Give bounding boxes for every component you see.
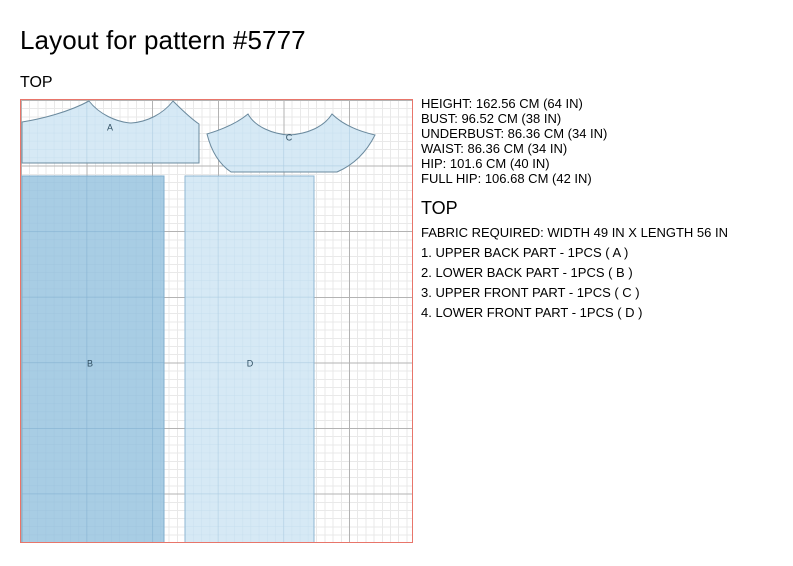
pattern-piece-b[interactable]: B <box>21 175 165 543</box>
part-list-item-1: 1. UPPER BACK PART - 1PCS ( A ) <box>421 244 629 260</box>
pattern-piece-c[interactable]: C <box>206 113 376 173</box>
pattern-piece-a[interactable]: A <box>21 100 200 164</box>
measurement-height: HEIGHT: 162.56 CM (64 IN) <box>421 96 583 111</box>
piece-label-b: B <box>87 358 93 368</box>
measurement-hip: HIP: 101.6 CM (40 IN) <box>421 156 550 172</box>
piece-label-a: A <box>107 122 113 132</box>
pattern-piece-d[interactable]: D <box>184 175 315 543</box>
garment-type-heading: TOP <box>421 197 458 218</box>
fabric-layout-canvas[interactable]: A C B D <box>20 99 413 543</box>
piece-label-c: C <box>286 132 293 142</box>
part-list-item-3: 3. UPPER FRONT PART - 1PCS ( C ) <box>421 285 640 301</box>
measurement-bust: BUST: 96.52 CM (38 IN) <box>421 111 562 127</box>
part-list-item-2: 2. LOWER BACK PART - 1PCS ( B ) <box>421 264 633 280</box>
part-list-item-4: 4. LOWER FRONT PART - 1PCS ( D ) <box>421 305 643 321</box>
piece-label-d: D <box>247 358 254 368</box>
info-panel: HEIGHT: 162.56 CM (64 IN) BUST: 96.52 CM… <box>421 96 787 324</box>
fabric-required-text: FABRIC REQUIRED: WIDTH 49 IN X LENGTH 56… <box>421 224 728 240</box>
page-subtitle: TOP <box>20 74 53 91</box>
measurement-full-hip: FULL HIP: 106.68 CM (42 IN) <box>421 171 592 187</box>
measurement-waist: WAIST: 86.36 CM (34 IN) <box>421 141 568 157</box>
page-title: Layout for pattern #5777 <box>20 25 306 55</box>
pattern-pieces-group: A C B D <box>21 100 376 543</box>
measurement-underbust: UNDERBUST: 86.36 CM (34 IN) <box>421 126 608 142</box>
